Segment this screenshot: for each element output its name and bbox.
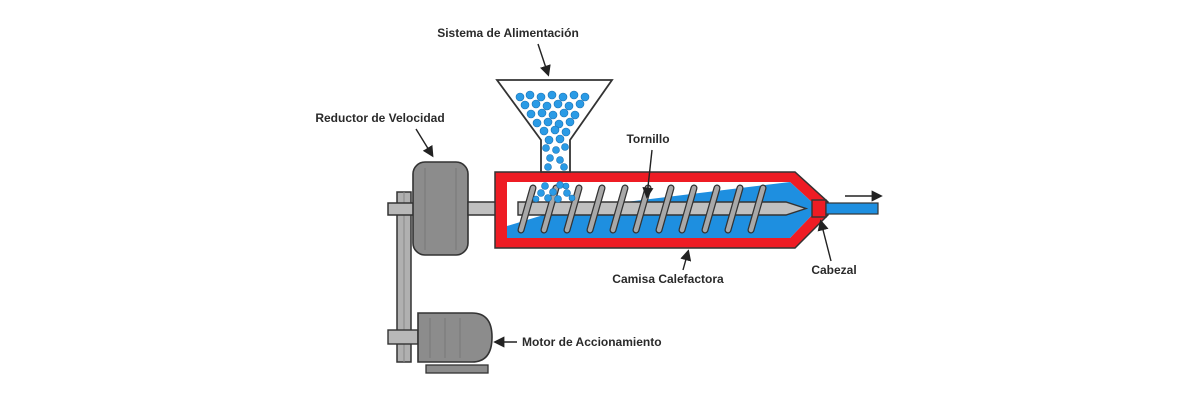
- arrow-feed-system-icon: [537, 43, 551, 77]
- speed-reducer: [412, 161, 469, 256]
- arrow-heating-jacket-icon: [680, 249, 692, 271]
- arrow-screw-icon: [642, 149, 654, 199]
- drive-belt: [396, 191, 412, 363]
- pellets-in-barrel: [532, 181, 576, 203]
- leader-arrows: [415, 43, 832, 348]
- label-speed-reducer: Reductor de Velocidad: [315, 111, 444, 125]
- hopper: [495, 79, 614, 173]
- label-screw: Tornillo: [626, 132, 669, 146]
- label-feed-system: Sistema de Alimentación: [437, 26, 579, 40]
- drive-motor: [387, 312, 493, 374]
- arrow-die-head-icon: [817, 219, 832, 262]
- die-head: [811, 199, 879, 218]
- label-die-head: Cabezal: [811, 263, 856, 277]
- arrow-speed-reducer-icon: [415, 128, 434, 158]
- label-heating-jacket: Camisa Calefactora: [612, 272, 724, 286]
- label-drive-motor: Motor de Accionamiento: [522, 335, 662, 349]
